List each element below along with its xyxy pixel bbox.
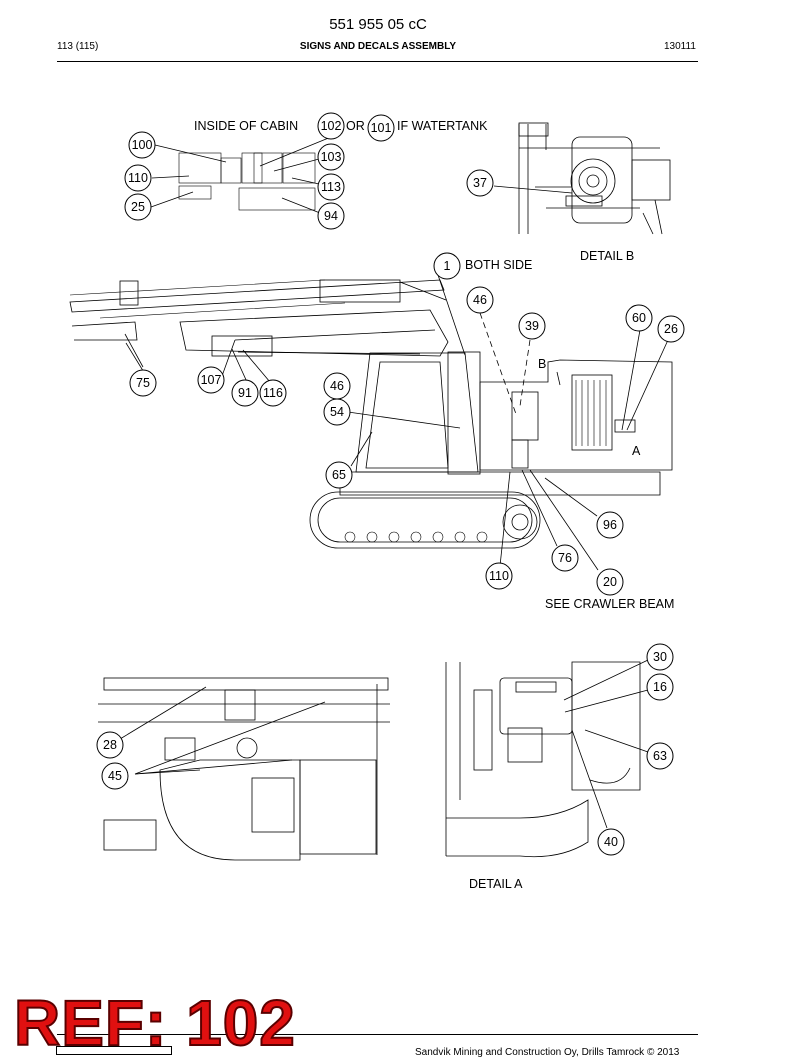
detail-a-drawing <box>445 659 649 858</box>
callout-30: 30 <box>646 643 674 671</box>
bottom-left-drawing <box>98 677 390 861</box>
callout-group: 100 110 25 102 101 103 113 94 37 1 46 39… <box>96 112 685 856</box>
callout-107: 107 <box>197 366 225 394</box>
svg-text:60: 60 <box>632 311 646 325</box>
callout-28: 28 <box>96 731 124 759</box>
svg-text:94: 94 <box>324 209 338 223</box>
svg-text:110: 110 <box>128 171 148 185</box>
svg-text:46: 46 <box>473 293 487 307</box>
label-both-side: BOTH SIDE <box>465 258 533 272</box>
svg-text:1: 1 <box>444 259 451 273</box>
callout-110: 110 <box>124 164 152 192</box>
callout-103: 103 <box>317 143 345 171</box>
callout-116: 116 <box>259 379 287 407</box>
callout-46-upper: 46 <box>466 286 494 314</box>
label-detail-b: DETAIL B <box>580 249 635 263</box>
callout-100: 100 <box>128 131 156 159</box>
svg-text:96: 96 <box>603 518 617 532</box>
callout-45: 45 <box>101 762 129 790</box>
header-rule <box>57 61 698 62</box>
callout-26: 26 <box>657 315 685 343</box>
svg-text:76: 76 <box>558 551 572 565</box>
svg-text:100: 100 <box>132 138 153 152</box>
svg-text:63: 63 <box>653 749 667 763</box>
label-detail-a: DETAIL A <box>469 877 523 891</box>
svg-text:26: 26 <box>664 322 678 336</box>
track-rollers <box>344 531 488 543</box>
callout-37: 37 <box>466 169 494 197</box>
marker-b: B <box>538 357 547 371</box>
callout-39: 39 <box>518 312 546 340</box>
svg-text:37: 37 <box>473 176 487 190</box>
callout-76: 76 <box>551 544 579 572</box>
label-or: OR <box>346 119 365 133</box>
callout-96: 96 <box>596 511 624 539</box>
callout-101: 101 <box>367 114 395 142</box>
page-number: 113 (115) <box>57 41 99 52</box>
label-see-crawler-beam: SEE CRAWLER BEAM <box>545 597 675 611</box>
document-number: 551 955 05 cC <box>329 16 427 33</box>
marker-a: A <box>632 444 641 458</box>
svg-text:116: 116 <box>263 386 283 400</box>
callout-63: 63 <box>646 742 674 770</box>
detail-b-drawing <box>493 122 671 235</box>
cabin-decal-panel <box>150 136 332 214</box>
svg-text:102: 102 <box>321 119 342 133</box>
label-inside-cabin: INSIDE OF CABIN <box>194 119 299 133</box>
svg-text:16: 16 <box>653 680 667 694</box>
svg-text:101: 101 <box>371 121 392 135</box>
svg-text:25: 25 <box>131 200 145 214</box>
callout-46-lower: 46 <box>323 372 351 400</box>
svg-text:75: 75 <box>136 376 150 390</box>
svg-text:91: 91 <box>238 386 252 400</box>
engine-grille <box>575 380 607 446</box>
svg-text:40: 40 <box>604 835 618 849</box>
svg-text:103: 103 <box>321 150 342 164</box>
callout-94: 94 <box>317 202 345 230</box>
callout-60: 60 <box>625 304 653 332</box>
svg-text:110: 110 <box>489 569 509 583</box>
callout-75: 75 <box>129 369 157 397</box>
callout-65: 65 <box>325 461 353 489</box>
svg-text:20: 20 <box>603 575 617 589</box>
sandvik-logo <box>56 1046 172 1055</box>
main-rig-drawing <box>69 271 673 571</box>
svg-text:45: 45 <box>108 769 122 783</box>
svg-text:113: 113 <box>321 180 341 194</box>
callout-40: 40 <box>597 828 625 856</box>
svg-text:46: 46 <box>330 379 344 393</box>
callout-54: 54 <box>323 398 351 426</box>
callout-20: 20 <box>596 568 624 596</box>
revision-date: 130111 <box>664 41 696 52</box>
callout-113: 113 <box>317 173 345 201</box>
page-title: SIGNS AND DECALS ASSEMBLY <box>299 41 457 52</box>
svg-text:107: 107 <box>201 373 222 387</box>
callout-102: 102 <box>317 112 345 140</box>
svg-text:54: 54 <box>330 405 344 419</box>
svg-text:28: 28 <box>103 738 117 752</box>
footer-rule <box>57 1034 698 1035</box>
callout-16: 16 <box>646 673 674 701</box>
callout-91: 91 <box>231 379 259 407</box>
callout-25: 25 <box>124 193 152 221</box>
svg-text:30: 30 <box>653 650 667 664</box>
callout-1: 1 <box>433 252 461 280</box>
label-if-watertank: IF WATERTANK <box>397 119 488 133</box>
callout-110-lower: 110 <box>485 562 513 590</box>
svg-text:39: 39 <box>525 319 539 333</box>
svg-text:65: 65 <box>332 468 346 482</box>
